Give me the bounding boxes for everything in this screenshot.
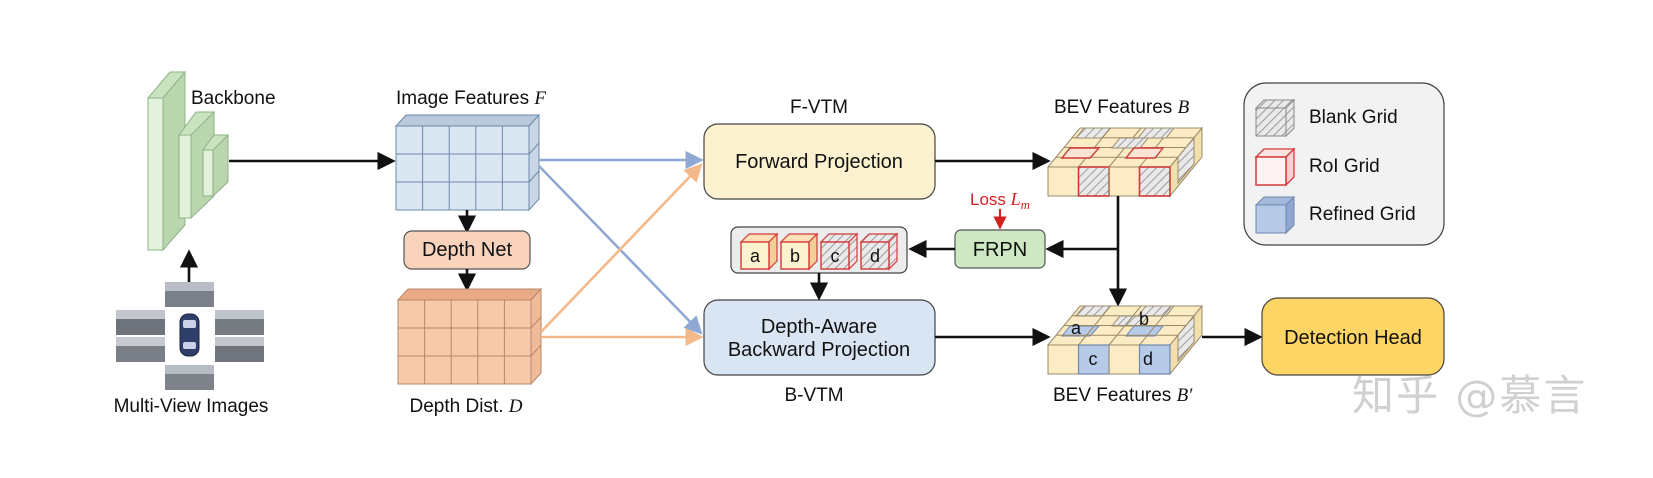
- bev-features-label: BEV Features B: [1054, 97, 1190, 118]
- depth-dist-label: Depth Dist. D: [410, 396, 523, 417]
- forward-projection-label: Forward Projection: [735, 151, 903, 173]
- roi-cube-a: [739, 232, 779, 271]
- legend-refined-grid-label: Refined Grid: [1309, 204, 1416, 225]
- loss-label: Loss Lm: [970, 189, 1030, 212]
- multi-view-images: [116, 282, 264, 390]
- depth-to-forward-arrow: [540, 163, 703, 333]
- hatched-cube-icon: [1254, 98, 1296, 138]
- backward-projection-label-line1: Depth-Aware: [761, 316, 877, 338]
- frpn-label: FRPN: [973, 239, 1027, 261]
- backbone-block: [146, 70, 229, 252]
- roi-a-label: a: [750, 246, 761, 266]
- roi-c-label: c: [831, 246, 840, 266]
- bev-prime-c-label: c: [1089, 349, 1098, 369]
- detection-head-box: [1261, 297, 1445, 376]
- depth-net-label: Depth Net: [422, 239, 512, 261]
- red-outline-cube-icon: [1254, 147, 1296, 187]
- backbone-label: Backbone: [191, 88, 276, 109]
- bev-features-prime-label: BEV Features B′: [1053, 385, 1193, 406]
- detection-head-label: Detection Head: [1284, 327, 1422, 349]
- bev-prime-d-label: d: [1143, 349, 1153, 369]
- watermark: 知乎 @慕言: [1352, 371, 1588, 420]
- roi-cube-d: [859, 232, 899, 271]
- fvtm-label: F-VTM: [790, 97, 848, 118]
- roi-b-label: b: [790, 246, 800, 266]
- car-icon: [179, 313, 200, 357]
- bvtm-label: B-VTM: [784, 385, 843, 406]
- roi-cube-b: [779, 232, 819, 271]
- multi-view-images-label: Multi-View Images: [114, 396, 269, 417]
- roi-d-label: d: [870, 246, 880, 266]
- image-features-tensor: [394, 113, 541, 212]
- bev-prime-a-label: a: [1071, 318, 1082, 338]
- backward-projection-label-line2: Backward Projection: [728, 339, 910, 361]
- bev-features-grid: [1046, 126, 1204, 198]
- legend-roi-grid-label: RoI Grid: [1309, 156, 1380, 177]
- roi-cube-c: [819, 232, 859, 271]
- legend-blank-grid-label: Blank Grid: [1309, 107, 1398, 128]
- bev-features-prime-grid: [1046, 304, 1204, 376]
- depth-dist-tensor: [396, 287, 543, 386]
- image-features-label: Image Features F: [396, 88, 546, 109]
- bev-prime-b-label: b: [1139, 309, 1149, 329]
- blue-cube-icon: [1254, 195, 1296, 235]
